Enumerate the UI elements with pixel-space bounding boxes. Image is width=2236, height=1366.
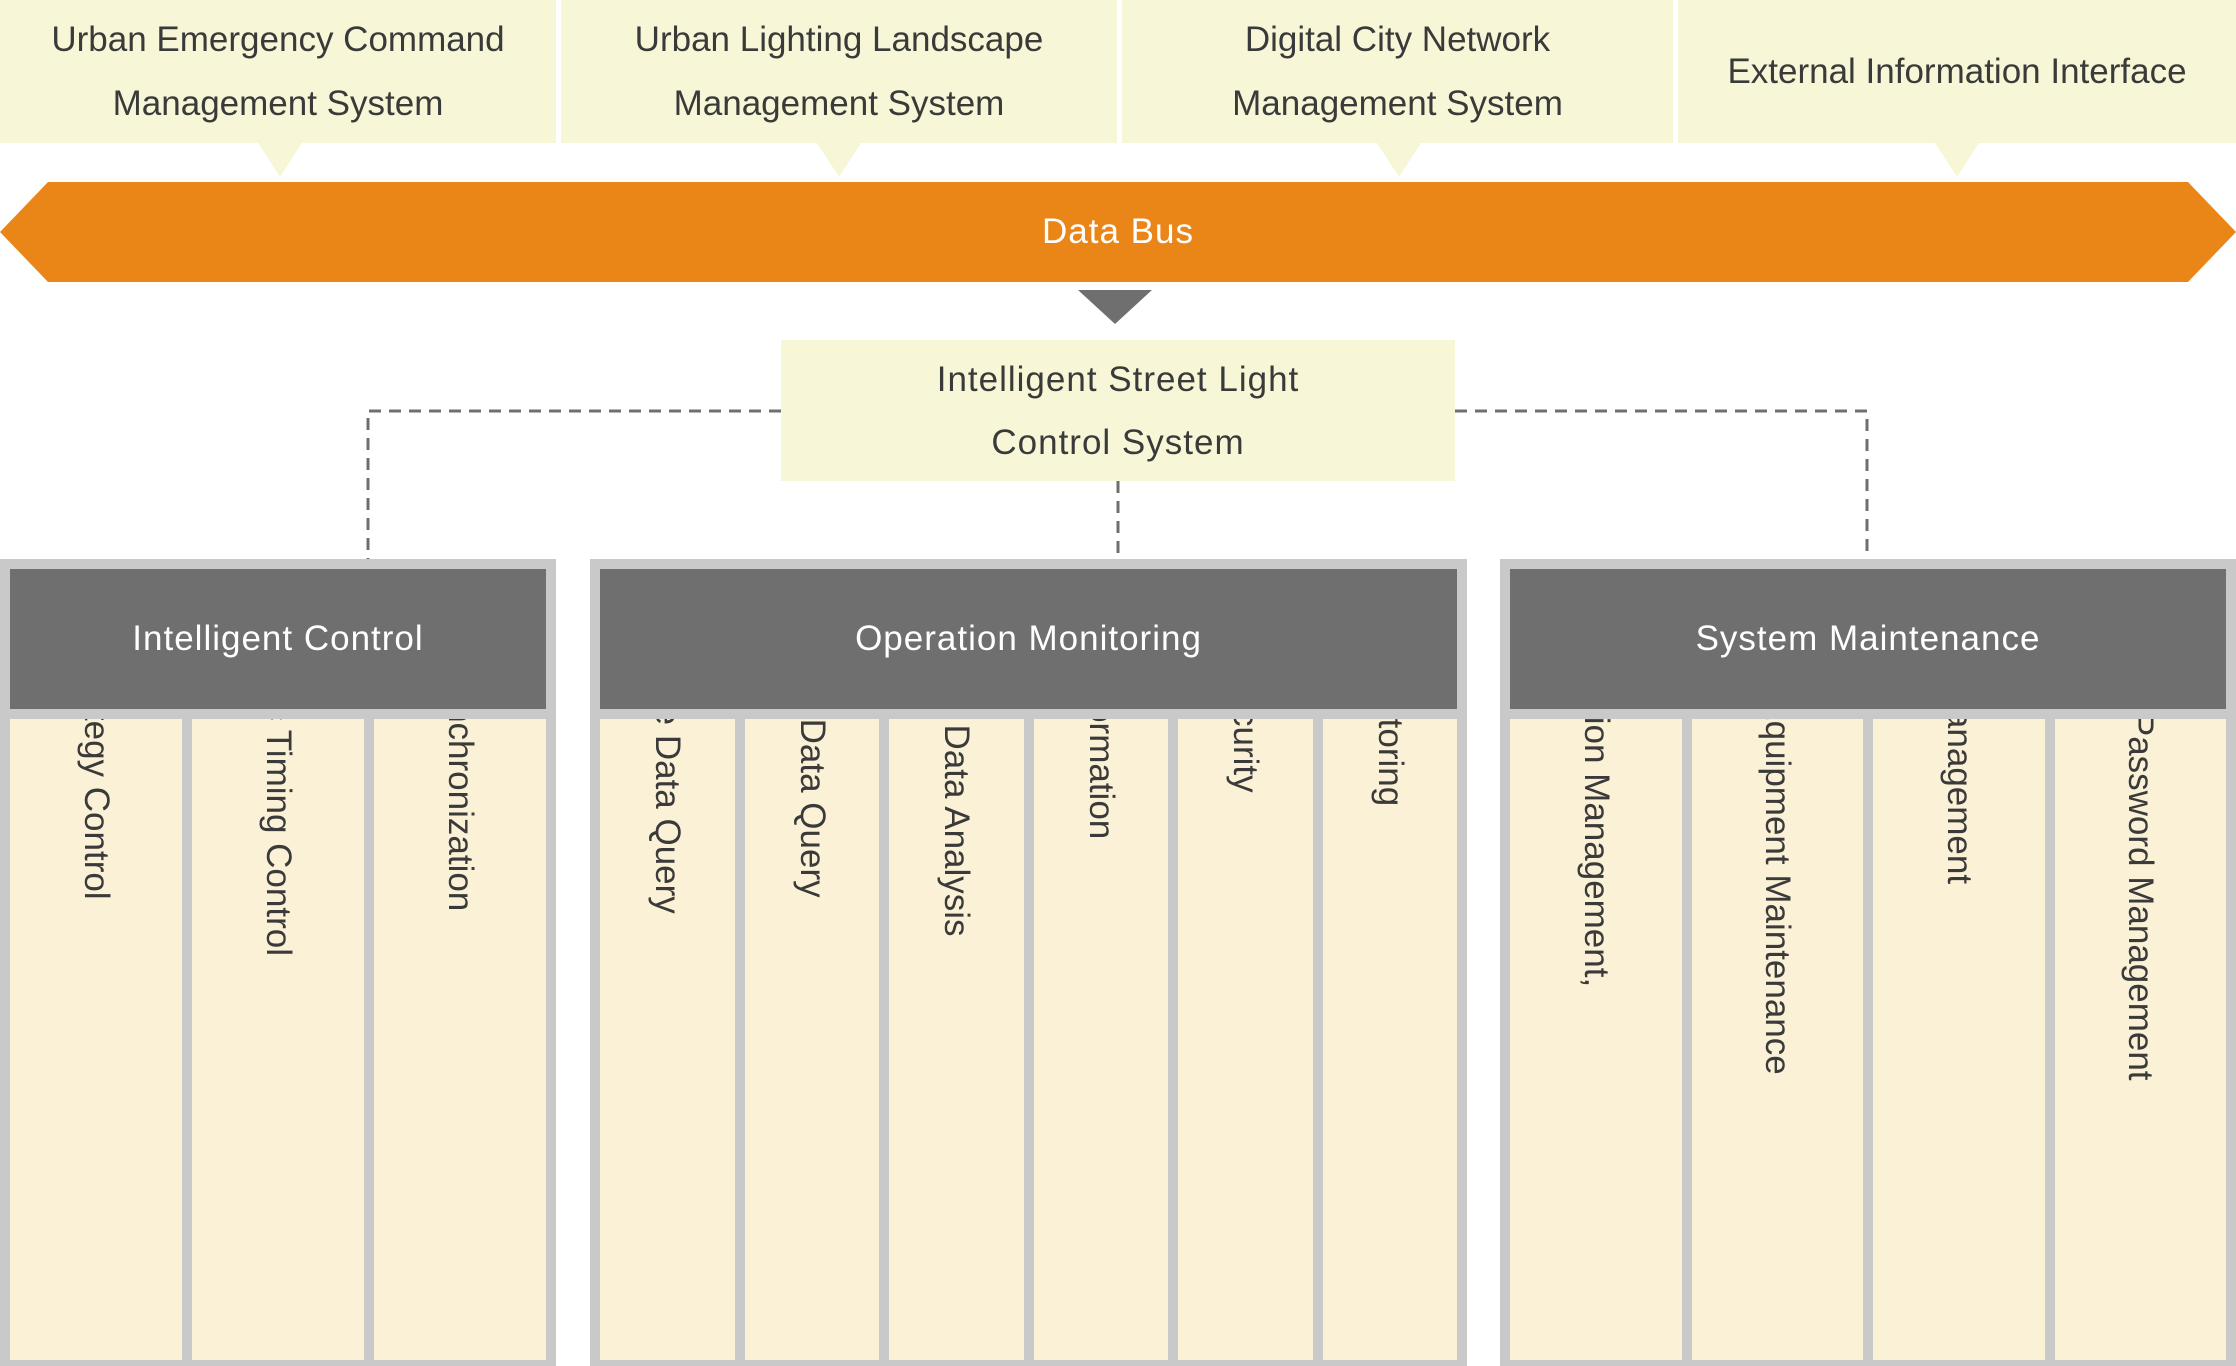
function-label: Report Management	[1939, 719, 1979, 885]
function-column: Organization Management,	[1510, 719, 1682, 1360]
module-columns: Task Strategy Control Automatic Timing C…	[10, 719, 546, 1360]
module-columns: Organization Management, Remote Equipmen…	[1510, 719, 2226, 1360]
function-column: Cable Security	[1178, 719, 1313, 1360]
function-column: Map Monitoring	[1322, 719, 1457, 1360]
bus-down-arrow	[1078, 290, 1152, 324]
top-pointer	[258, 143, 302, 177]
data-bus: Data Bus	[0, 182, 2236, 282]
module-intelligent-control: Intelligent Control Task Strategy Contro…	[0, 559, 556, 1366]
core-system: Intelligent Street Light Control System	[781, 340, 1455, 481]
top-pointer	[817, 143, 861, 177]
module-system-maintenance: System Maintenance Organization Manageme…	[1500, 559, 2236, 1366]
function-label: Real-Time Data Query	[648, 719, 688, 914]
top-system-label: External Information Interface	[1727, 51, 2187, 91]
top-system-label: Urban Emergency Command Management Syste…	[51, 19, 505, 123]
module-title: System Maintenance	[1695, 619, 2041, 658]
function-column: Clock Synchronization	[374, 719, 546, 1360]
module-header: Operation Monitoring	[600, 569, 1457, 709]
function-label: Task Strategy Control	[77, 719, 116, 900]
function-column: Authority Password Management	[2054, 719, 2226, 1360]
function-column: Report Management	[1873, 719, 2045, 1360]
module-title: Operation Monitoring	[855, 619, 1202, 658]
function-label: Organization Management,	[1576, 719, 1616, 988]
module-operation-monitoring: Operation Monitoring Real-Time Data Quer…	[590, 559, 1467, 1366]
top-system-label: Digital City Network Management System	[1232, 19, 1563, 123]
function-label: Cable Security	[1217, 719, 1273, 1285]
module-header: System Maintenance	[1510, 569, 2226, 709]
function-column: Remote Equipment Maintenance	[1691, 719, 1863, 1360]
top-system-urban-lighting: Urban Lighting Landscape Management Syst…	[561, 0, 1117, 143]
module-columns: Real-Time Data Query Historical Data Que…	[600, 719, 1457, 1360]
function-label: Map Monitoring	[1362, 719, 1418, 1285]
function-label: Automatic Timing Control	[259, 719, 298, 956]
function-column: Automatic Timing Control	[192, 719, 364, 1360]
function-column: Historical Data Query	[744, 719, 879, 1360]
function-label: Clock Synchronization	[441, 719, 480, 912]
data-bus-label: Data Bus	[1042, 212, 1194, 251]
module-header: Intelligent Control	[10, 569, 546, 709]
function-column: Task Strategy Control	[10, 719, 182, 1360]
top-system-urban-emergency: Urban Emergency Command Management Syste…	[0, 0, 556, 143]
function-label: Remote Equipment Maintenance	[1758, 719, 1798, 1075]
top-system-digital-city: Digital City Network Management System	[1122, 0, 1673, 143]
connector-right	[1455, 409, 1869, 569]
function-column: Statistical Data Analysis	[889, 719, 1024, 1360]
top-system-label: Urban Lighting Landscape Management Syst…	[634, 19, 1044, 123]
top-system-external-interface: External Information Interface	[1678, 0, 2236, 143]
function-label: Authority Password Management	[2121, 719, 2161, 1081]
function-column: Alarm information	[1033, 719, 1168, 1360]
top-pointer	[1377, 143, 1421, 177]
module-title: Intelligent Control	[132, 619, 424, 658]
connector-left	[366, 409, 781, 569]
function-label: Historical Data Query	[792, 719, 832, 898]
function-column: Real-Time Data Query	[600, 719, 735, 1360]
top-pointer	[1935, 143, 1979, 177]
core-system-label: Intelligent Street Light Control System	[936, 359, 1300, 462]
function-label: Alarm information	[1073, 719, 1129, 1285]
function-label: Statistical Data Analysis	[937, 719, 977, 937]
